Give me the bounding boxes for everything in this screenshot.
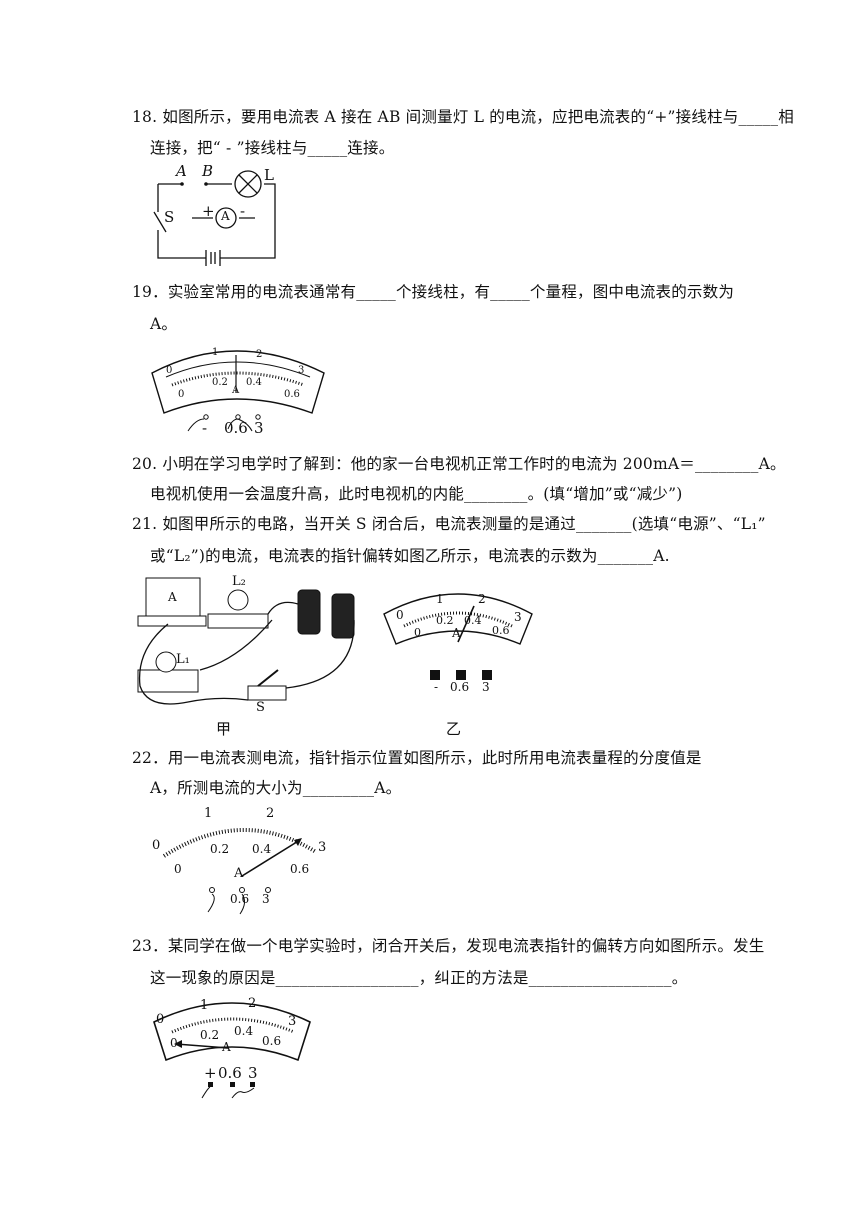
caption-yi: 乙 — [446, 720, 462, 738]
label-s: S — [164, 208, 175, 226]
tick-top-1: 1 — [212, 347, 219, 358]
term-minus: - — [434, 680, 439, 694]
label-l2: L₂ — [232, 574, 246, 589]
tick-bottom-0: 0 — [414, 626, 421, 639]
lamp-l1-icon — [155, 651, 177, 673]
q20-line1: 20. 小明在学习电学时了解到：他的家一台电视机正常工作时的电流为 200mA＝… — [132, 455, 786, 473]
tick-top-3: 3 — [288, 1014, 297, 1029]
q19-line2: A。 — [150, 315, 178, 333]
label-minus: - — [240, 202, 246, 220]
term-06: 0.6 — [218, 1064, 242, 1082]
battery-icon — [331, 593, 355, 639]
tick-bottom-1: 0.2 — [212, 377, 228, 388]
tick-bottom-2: 0.4 — [246, 377, 262, 388]
q22-ammeter-svg — [162, 828, 318, 915]
q22-line1: 22．用一电流表测电流，指针指示位置如图所示，此时所用电流表量程的分度值是 — [132, 749, 702, 767]
tick-top-2: 2 — [266, 806, 275, 821]
ammeter-icon — [215, 207, 237, 229]
q23-ammeter-svg — [153, 1002, 311, 1099]
tick-top-3: 3 — [318, 840, 327, 855]
tick-top-3: 3 — [514, 610, 522, 624]
label-meter-a: A — [221, 209, 230, 223]
q21-line2: 或“L₂”)的电流，电流表的指针偏转如图乙所示，电流表的示数为_______A. — [150, 547, 670, 565]
q18-circuit-figure: A B L S + - A — [140, 160, 290, 270]
tick-bottom-1: 0.2 — [200, 1028, 220, 1042]
tick-bottom-3: 0.6 — [290, 862, 310, 876]
tick-top-2: 2 — [248, 996, 257, 1011]
q19-line1: 19．实验室常用的电流表通常有_____个接线柱，有_____个量程，图中电流表… — [132, 283, 735, 301]
tick-top-0: 0 — [156, 1012, 165, 1027]
switch-icon — [247, 685, 287, 701]
label-s: S — [256, 700, 265, 715]
tick-top-2: 2 — [478, 592, 486, 606]
tick-top-1: 1 — [204, 806, 213, 821]
tick-bottom-2: 0.4 — [234, 1024, 254, 1038]
tick-bottom-3: 0.6 — [492, 624, 510, 637]
q21-ammeter-figure: 0 1 2 3 0 0.2 0.4 0.6 A - 0.6 3 乙 — [380, 580, 540, 740]
tick-top-0: 0 — [152, 838, 161, 853]
tick-bottom-2: 0.4 — [464, 614, 482, 627]
unit-a: A — [452, 626, 461, 640]
tick-top-1: 1 — [436, 592, 444, 606]
term-06: 0.6 — [450, 680, 470, 694]
q19-ammeter-svg — [151, 350, 325, 432]
tick-bottom-0: 0 — [178, 389, 185, 400]
q18-line1: 18. 如图所示，要用电流表 A 接在 AB 间测量灯 L 的电流，应把电流表的… — [132, 108, 794, 126]
tick-bottom-3: 0.6 — [262, 1034, 282, 1048]
tick-top-1: 1 — [200, 998, 209, 1013]
q19-ammeter-figure: 0 1 2 3 0 0.2 0.4 0.6 A - 0.6 3 — [148, 335, 328, 440]
tick-bottom-1: 0.2 — [210, 842, 230, 856]
battery-icon — [297, 589, 321, 635]
q18-line2: 连接，把“ - ”接线柱与_____连接。 — [150, 139, 395, 157]
tick-bottom-0: 0 — [170, 1036, 178, 1050]
unit-a: A — [234, 866, 244, 881]
unit-a: A — [222, 1040, 231, 1054]
term-3: 3 — [248, 1064, 258, 1082]
tick-bottom-1: 0.2 — [436, 614, 454, 627]
q21-line1: 21. 如图甲所示的电路，当开关 S 闭合后，电流表测量的是通过_______(… — [132, 515, 766, 533]
tick-bottom-3: 0.6 — [284, 389, 300, 400]
tick-top-2: 2 — [256, 349, 263, 360]
label-l1: L₁ — [176, 652, 190, 667]
q22-ammeter-figure: 0 1 2 3 0 0.2 0.4 0.6 A 0.6 3 — [148, 802, 338, 917]
lamp-icon — [234, 170, 262, 198]
label-b: B — [202, 162, 214, 180]
tick-bottom-2: 0.4 — [252, 842, 272, 856]
term-3: 3 — [262, 892, 270, 906]
label-l: L — [264, 166, 274, 184]
tick-top-0: 0 — [396, 608, 404, 622]
q23-ammeter-figure: 0 1 2 3 0 0.2 0.4 0.6 A + 0.6 3 — [150, 992, 315, 1102]
q21-circuit-svg — [137, 577, 355, 705]
caption-jia: 甲 — [216, 720, 232, 738]
unit-a: A — [232, 385, 240, 396]
label-plus: + — [202, 202, 215, 220]
tick-bottom-0: 0 — [174, 862, 182, 876]
lamp-l2-icon — [227, 589, 249, 611]
term-3: 3 — [482, 680, 490, 694]
term-06: 0.6 — [224, 419, 248, 437]
q18-circuit-svg — [153, 170, 276, 266]
q21-ammeter-svg — [383, 593, 533, 680]
q20-line2: 电视机使用一会温度升高，此时电视机的内能________。(填“增加”或“减少”… — [150, 485, 683, 503]
q23-line2: 这一现象的原因是__________________，纠正的方法是_______… — [150, 969, 688, 987]
q21-circuit-figure: L₂ L₁ S A 甲 — [128, 570, 368, 740]
term-minus: - — [202, 419, 208, 437]
label-a: A — [176, 162, 187, 180]
term-3: 3 — [254, 419, 264, 437]
tick-top-3: 3 — [298, 365, 305, 376]
q22-line2: A，所测电流的大小为_________A。 — [150, 779, 402, 797]
tick-top-0: 0 — [166, 365, 173, 376]
q23-line1: 23．某同学在做一个电学实验时，闭合开关后，发现电流表指针的偏转方向如图所示。发… — [132, 937, 765, 955]
label-meter-a: A — [168, 590, 177, 604]
term-06: 0.6 — [230, 892, 250, 906]
term-plus: + — [204, 1064, 217, 1082]
